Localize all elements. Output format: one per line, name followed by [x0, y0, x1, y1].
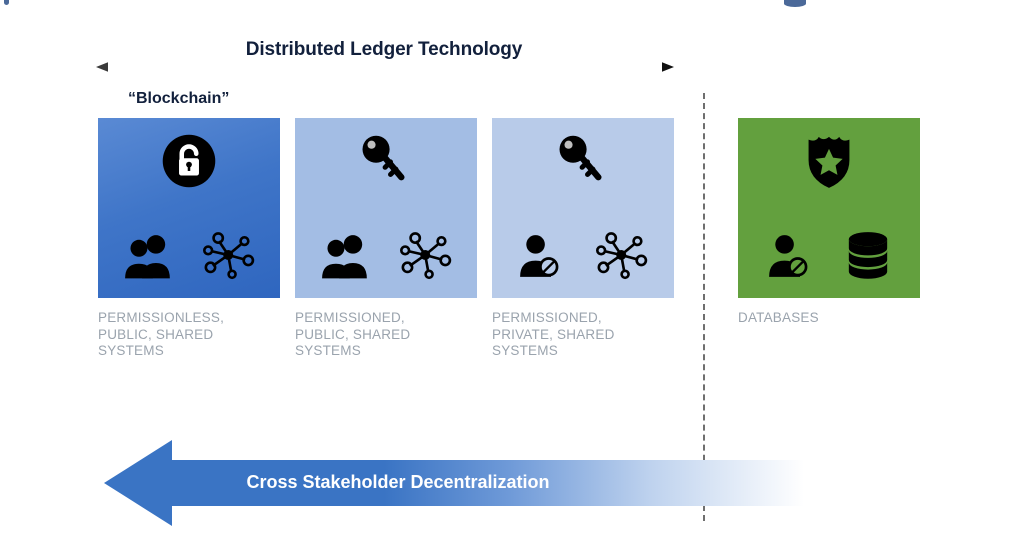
- swatch-permissionless: [98, 118, 280, 298]
- icon-slot-top: [295, 132, 477, 190]
- group-of-people-icon: [125, 235, 170, 279]
- swatch-permissioned-private: [492, 118, 674, 298]
- database-stack-icon: [848, 232, 888, 279]
- column-permissionless-public-shared: PERMISSIONLESS, PUBLIC, SHARED SYSTEMS: [98, 118, 280, 360]
- icon-slot-bottom-row: [295, 230, 477, 280]
- network-nodes-icon: [596, 232, 648, 280]
- vertical-dashed-divider-icon: [703, 93, 705, 521]
- column-permissioned-private-shared: PERMISSIONED, PRIVATE, SHARED SYSTEMS: [492, 118, 674, 360]
- open-padlock-icon: [162, 134, 216, 188]
- icon-slot-bottom-row: [738, 230, 920, 280]
- column-databases: DATABASES: [738, 118, 920, 327]
- column-caption: PERMISSIONLESS, PUBLIC, SHARED SYSTEMS: [98, 310, 225, 358]
- swatch-permissioned-public: [295, 118, 477, 298]
- key-icon: [362, 135, 405, 181]
- cropped-title-fragment-left: [4, 0, 9, 5]
- key-icon: [559, 135, 602, 181]
- column-caption: DATABASES: [738, 310, 819, 325]
- restricted-user-icon: [769, 235, 808, 277]
- column-caption: PERMISSIONED, PRIVATE, SHARED SYSTEMS: [492, 310, 615, 358]
- blockchain-bracket-label: “Blockchain”: [128, 90, 230, 107]
- cross-stakeholder-decentralization-arrow: [104, 440, 804, 526]
- column-caption: PERMISSIONED, PUBLIC, SHARED SYSTEMS: [295, 310, 411, 358]
- network-nodes-icon: [203, 232, 255, 280]
- group-of-people-icon: [322, 235, 367, 279]
- icon-slot-bottom-row: [492, 230, 674, 280]
- network-nodes-icon: [400, 232, 452, 280]
- icon-slot-top: [492, 132, 674, 190]
- distributed-ledger-technology-title: Distributed Ledger Technology: [245, 39, 523, 60]
- icon-slot-bottom-row: [98, 230, 280, 280]
- cropped-title-fragment-center: [784, 0, 806, 7]
- swatch-databases: [738, 118, 920, 298]
- icon-slot-top: [738, 132, 920, 190]
- double-headed-arrow-icon: [96, 62, 674, 72]
- restricted-user-icon: [520, 235, 559, 277]
- column-permissioned-public-shared: PERMISSIONED, PUBLIC, SHARED SYSTEMS: [295, 118, 477, 360]
- security-badge-icon: [808, 136, 850, 188]
- icon-slot-top: [98, 132, 280, 190]
